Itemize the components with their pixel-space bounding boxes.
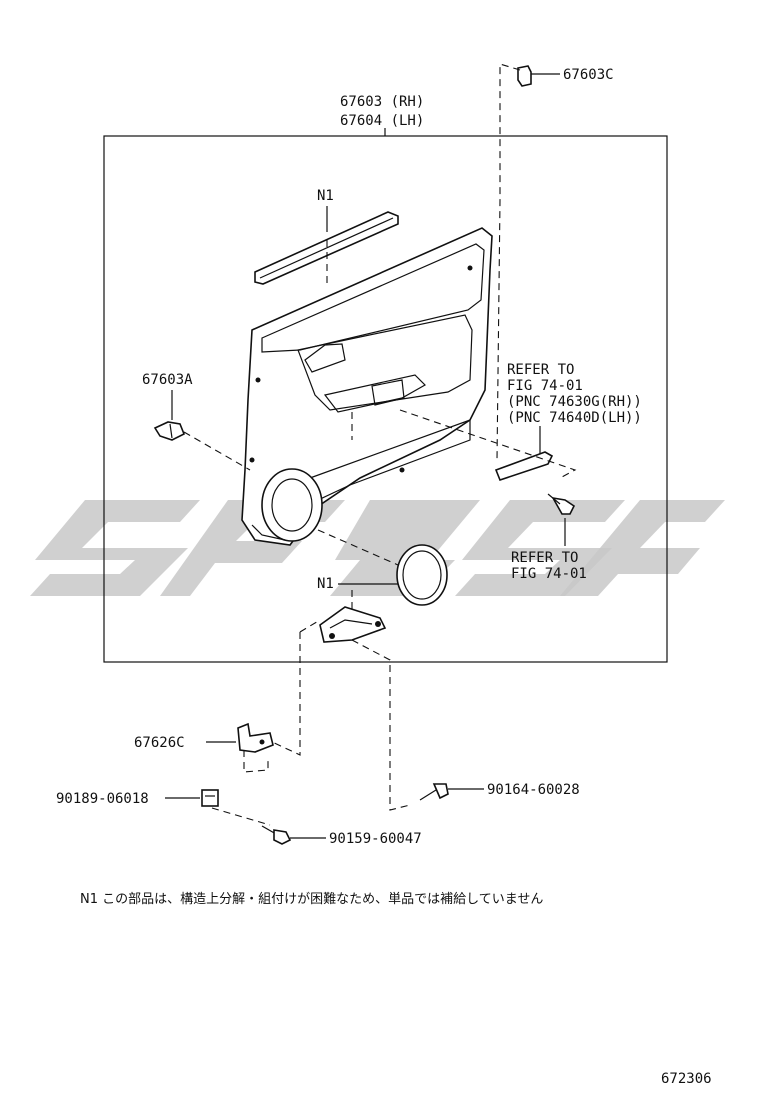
handle-dashed-guide <box>351 409 577 479</box>
screw-90164-60028-label: 90164-60028 <box>487 782 580 798</box>
bracket-dashed-guide-right <box>351 639 411 811</box>
clip-67603a <box>153 421 186 441</box>
clip-67603c-label: 67603C <box>563 67 614 83</box>
speaker-grille-n1 <box>396 544 448 606</box>
clip-67603c <box>517 65 560 87</box>
refer-note-1-line3: (PNC 74630G(RH)) <box>507 394 642 410</box>
bracket-67626c-label: 67626C <box>134 735 185 751</box>
speaker-grille-dashed-guide <box>317 529 399 566</box>
clip-67603a-dashed-guide <box>183 431 251 471</box>
handle-rod <box>494 451 554 481</box>
panel-part-number-rh: 67603 (RH) <box>340 94 424 110</box>
refer-note-1-line4: (PNC 74640D(LH)) <box>507 410 642 426</box>
door-trim-panel <box>241 227 493 546</box>
footnote-text: N1 この部品は、構造上分解・組付けが困難なため、単品では補給していません <box>80 891 543 907</box>
refer-note-1-line2: FIG 74-01 <box>507 378 583 394</box>
panel-part-number-lh: 67604 (LH) <box>340 113 424 129</box>
speaker-grille-n1-label: N1 <box>317 576 334 592</box>
weatherstrip-n1-label: N1 <box>317 188 334 204</box>
bracket-dashed-guide-left <box>267 590 353 756</box>
nut-90189-06018-label: 90189-06018 <box>56 791 149 807</box>
figure-number: 672306 <box>661 1071 712 1087</box>
clip-67603c-dashed-guide <box>496 63 521 461</box>
brand-logo-watermark <box>30 500 725 596</box>
bracket-67626c <box>237 722 274 753</box>
inner-bracket <box>319 606 387 643</box>
screw-90159-60047-label: 90159-60047 <box>329 831 422 847</box>
bracket-67626c-dashed-guide <box>243 750 269 773</box>
refer-note-2-line2: FIG 74-01 <box>511 566 587 582</box>
nut-90189-06018 <box>201 789 219 807</box>
refer-note-2-line1: REFER TO <box>511 550 578 566</box>
screw-90164-60028 <box>419 783 449 801</box>
screw-90159-60047 <box>261 825 292 845</box>
refer-note-1-line1: REFER TO <box>507 362 574 378</box>
trim-screw-right <box>547 493 576 515</box>
clip-67603a-label: 67603A <box>142 372 193 388</box>
weatherstrip-n1 <box>254 211 399 285</box>
nut-dashed-guide <box>211 807 271 826</box>
